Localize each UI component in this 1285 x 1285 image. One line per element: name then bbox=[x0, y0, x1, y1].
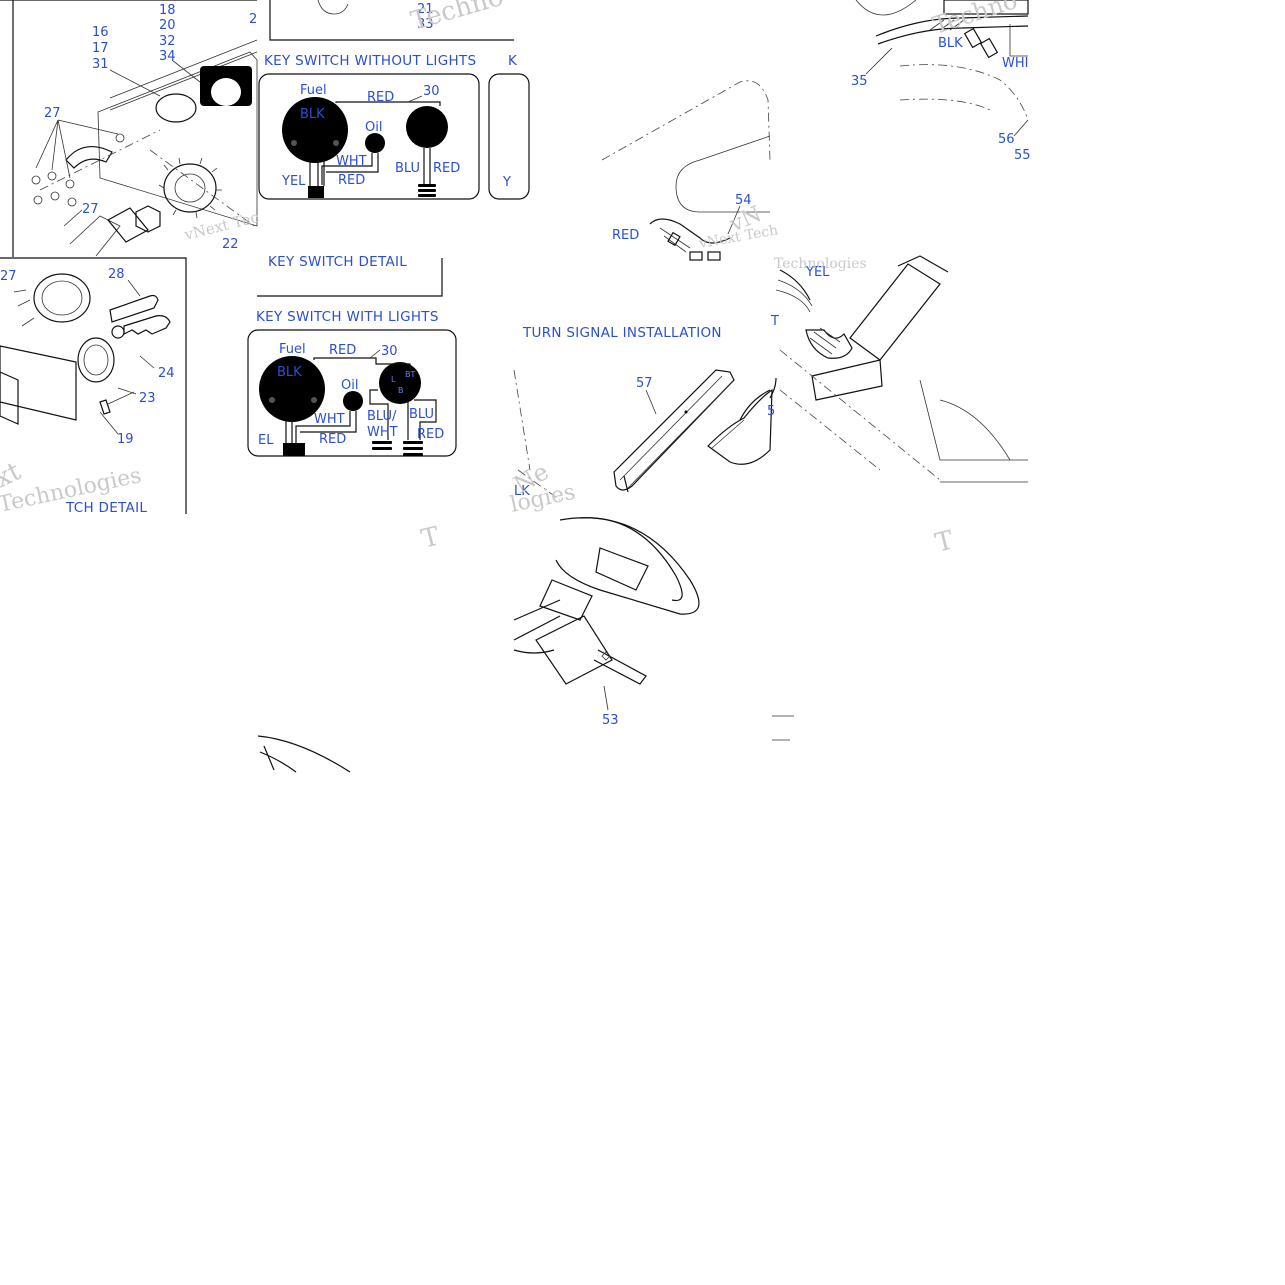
wire-blk-label: BLK bbox=[300, 107, 325, 122]
wire-blu-lights-label: BLU bbox=[409, 407, 434, 422]
callout-32: 32 bbox=[159, 34, 176, 49]
callout-35: 35 bbox=[851, 74, 868, 89]
wire-wht-lights-label: WHT bbox=[314, 412, 345, 427]
callout-30-top: 30 bbox=[423, 84, 440, 99]
wheel-fragment-bottom bbox=[257, 735, 351, 773]
wire-red-lights-right-label: RED bbox=[417, 427, 444, 442]
terminal-b-label: B bbox=[398, 386, 404, 395]
wire-fuel-lights-label: Fuel bbox=[279, 342, 306, 357]
wire-lk-partial-label: LK bbox=[514, 484, 530, 499]
wire-whi-partial-label: WHI bbox=[1002, 56, 1028, 71]
title-key-switch-detail-partial: TCH DETAIL bbox=[65, 500, 147, 516]
callout-23: 23 bbox=[139, 391, 156, 406]
wire-blk-35-label: BLK bbox=[938, 36, 963, 51]
callout-16: 16 bbox=[92, 25, 109, 40]
callout-31: 31 bbox=[92, 57, 109, 72]
callout-22: 22 bbox=[222, 237, 239, 252]
wire-red-lights-top-label: RED bbox=[329, 343, 356, 358]
callout-34: 34 bbox=[159, 49, 176, 64]
watermark-techno: Techno bbox=[408, 0, 507, 37]
callout-18: 18 bbox=[159, 3, 176, 18]
wire-oil-lights-label: Oil bbox=[341, 378, 358, 393]
steering-column-harness: YEL T 5 Technologies bbox=[767, 255, 1028, 483]
wire-el-partial-label: EL bbox=[258, 433, 274, 448]
callout-27-upper: 27 bbox=[44, 106, 61, 121]
chassis-sketch-54: 54 RED vNext Tech vN bbox=[601, 80, 779, 261]
callout-30-lights: 30 bbox=[381, 344, 398, 359]
callout-21: 21 bbox=[417, 2, 434, 17]
callout-19: 19 bbox=[117, 432, 134, 447]
wire-blk-lights-label: BLK bbox=[277, 365, 302, 380]
watermark-technologies-right: Technologies bbox=[774, 256, 867, 272]
wire-t-partial-label: T bbox=[770, 314, 779, 329]
callout-57: 57 bbox=[636, 376, 653, 391]
steering-wheel-turn-switch: 53 bbox=[513, 517, 700, 728]
key-switch-without-lights: 21 33 Techno KEY SWITCH WITHOUT LIGHTS K… bbox=[258, 0, 530, 200]
wire-wht-label: WHT bbox=[336, 154, 367, 169]
title-key-switch-with-lights: KEY SWITCH WITH LIGHTS bbox=[256, 309, 439, 325]
wire-fuel-label: Fuel bbox=[300, 83, 327, 98]
wire-yel-steer-label: YEL bbox=[805, 265, 830, 280]
title-key-switch-detail: KEY SWITCH DETAIL bbox=[268, 254, 407, 270]
callout-55: 55 bbox=[1014, 148, 1031, 163]
wire-oil-label: Oil bbox=[365, 120, 382, 135]
watermark-t-left: T bbox=[418, 521, 443, 554]
title-k-partial: K bbox=[508, 53, 518, 69]
wire-wht-blu-label: WHT bbox=[367, 425, 398, 440]
harness-view-35: BLK WHI 35 56 55 Techno bbox=[851, 0, 1031, 163]
terminal-bt-label: BT bbox=[405, 370, 415, 379]
callout-53: 53 bbox=[602, 713, 619, 728]
callout-33: 33 bbox=[417, 17, 434, 32]
callout-28: 28 bbox=[108, 267, 125, 282]
watermark-t-right: T bbox=[932, 525, 957, 558]
title-key-switch-without-lights: KEY SWITCH WITHOUT LIGHTS bbox=[264, 53, 476, 69]
callout-24: 24 bbox=[158, 366, 175, 381]
callout-54: 54 bbox=[735, 193, 752, 208]
wire-blu-slash-label: BLU/ bbox=[367, 409, 397, 424]
callout-17: 17 bbox=[92, 41, 109, 56]
callout-5: 5 bbox=[767, 404, 775, 419]
key-switch-with-lights: KEY SWITCH DETAIL KEY SWITCH WITH LIGHTS… bbox=[247, 254, 457, 457]
callout-27-lower: 27 bbox=[82, 202, 99, 217]
wire-blu-label: BLU bbox=[395, 161, 420, 176]
wheel-fragment-inner bbox=[259, 751, 297, 773]
title-turn-signal-installation: TURN SIGNAL INSTALLATION bbox=[522, 325, 722, 341]
dash-exploded-view: 16 17 31 18 20 32 34 2 27 27 22 vNext Te… bbox=[0, 0, 261, 257]
stray-dash-fragments bbox=[772, 715, 794, 741]
callout-56: 56 bbox=[998, 132, 1015, 147]
wire-y-partial-label: Y bbox=[502, 175, 511, 190]
callout-27-detail: 27 bbox=[0, 269, 17, 284]
watermark-techno-right: Techno bbox=[929, 0, 1021, 40]
wire-red-lights-bottom-label: RED bbox=[319, 432, 346, 447]
callout-2: 2 bbox=[249, 12, 257, 27]
key-switch-exploded: 27 28 24 23 19 TCH DETAIL xt Technologie… bbox=[0, 257, 187, 518]
turn-signal-installation: TURN SIGNAL INSTALLATION 57 LK Ne logies bbox=[508, 325, 773, 518]
wire-yel-label: YEL bbox=[281, 174, 306, 189]
wire-red-top-label: RED bbox=[367, 90, 394, 105]
wheel-fragment-spoke bbox=[263, 745, 275, 771]
wire-red-right-label: RED bbox=[433, 161, 460, 176]
wire-red-bottom-label: RED bbox=[338, 173, 365, 188]
callout-20: 20 bbox=[159, 18, 176, 33]
wire-red-54-label: RED bbox=[612, 228, 639, 243]
terminal-l-label: L bbox=[391, 375, 396, 384]
